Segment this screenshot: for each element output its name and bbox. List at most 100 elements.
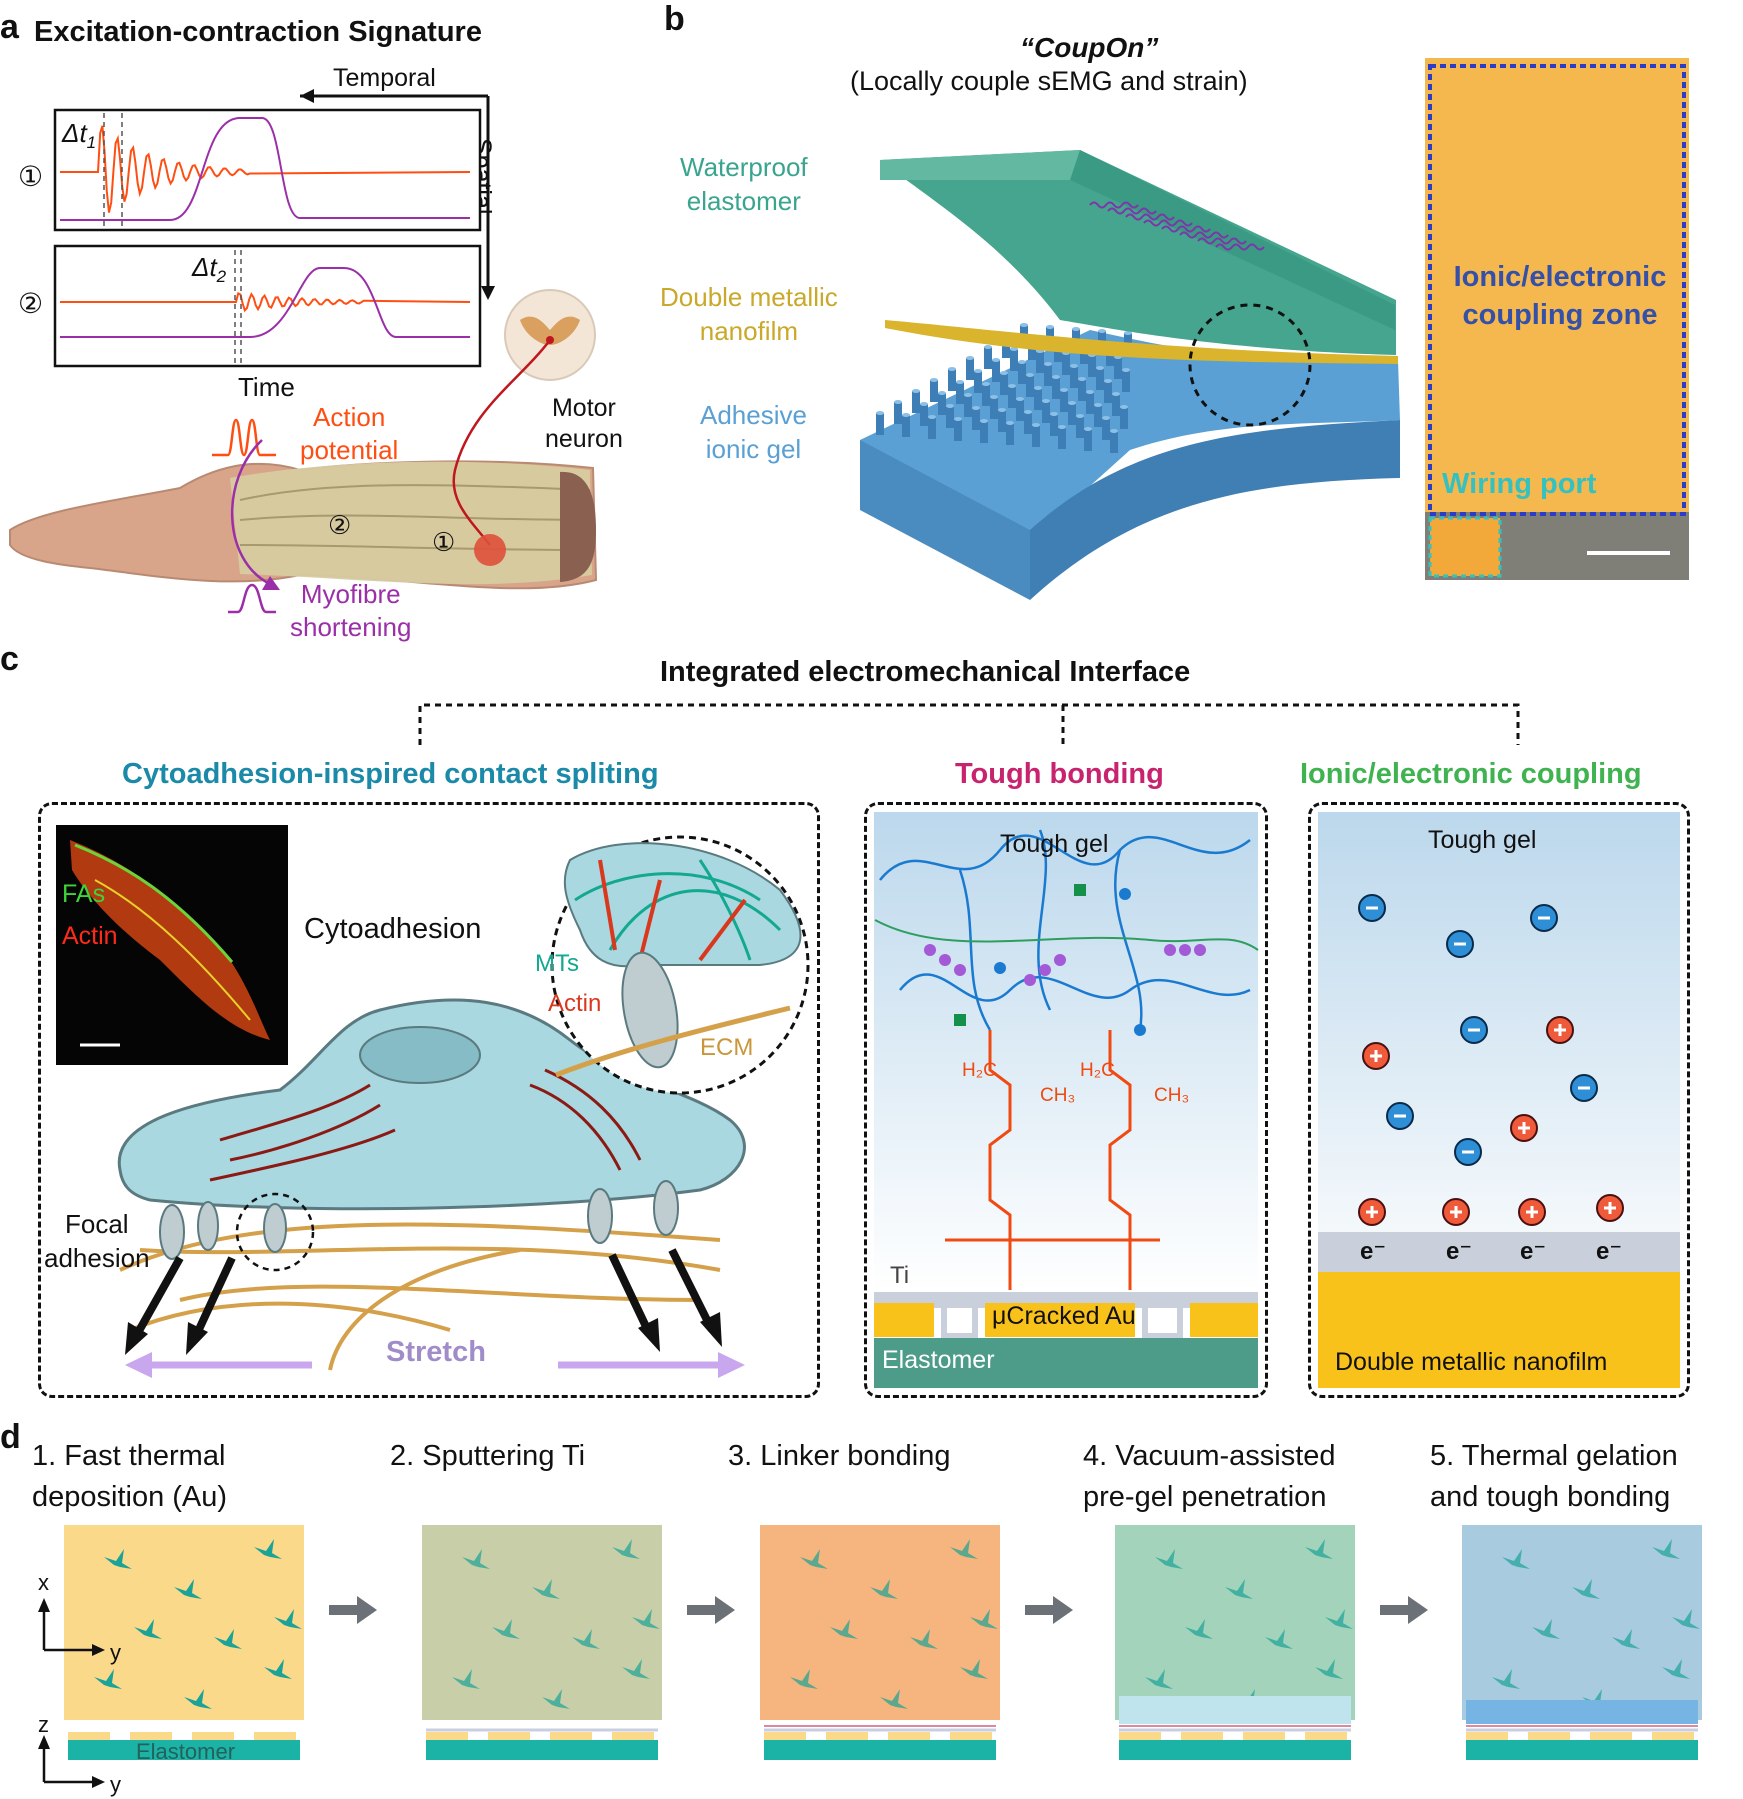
arm-marker-1: ①	[432, 527, 456, 557]
crack-mark	[1672, 1609, 1700, 1629]
cross-section-au	[1181, 1732, 1223, 1740]
cross-section-au	[826, 1732, 868, 1740]
crack-mark	[830, 1619, 858, 1639]
cross-section-au	[1590, 1732, 1632, 1740]
elastomer-label-c: Elastomer	[882, 1346, 995, 1374]
cross-section-au	[1652, 1732, 1694, 1740]
cross-section-elastomer	[426, 1740, 658, 1760]
axis-y-label: y	[110, 1640, 121, 1665]
col2-box	[864, 802, 1268, 1398]
col3-box	[1308, 802, 1690, 1398]
cross-section-au	[1305, 1732, 1347, 1740]
step-title-line: 3. Linker bonding	[728, 1440, 951, 1472]
double-film-label: Double metallic nanofilm	[1335, 1348, 1608, 1376]
crack-mark	[542, 1689, 570, 1709]
crack-mark	[492, 1619, 520, 1639]
crack-mark	[572, 1629, 600, 1649]
step-title-line: and tough bonding	[1430, 1481, 1671, 1513]
crack-mark	[632, 1609, 660, 1629]
crack-mark	[612, 1539, 640, 1559]
crack-mark	[622, 1659, 650, 1679]
step-arrow-head	[715, 1596, 735, 1624]
cross-section-au	[550, 1732, 592, 1740]
temporal-label: Temporal	[333, 64, 436, 92]
trace1-marker: ①	[18, 161, 44, 192]
cross-section-au	[764, 1732, 806, 1740]
step-arrow-head	[357, 1596, 377, 1624]
electron-4: e⁻	[1596, 1238, 1623, 1265]
time-axis-label: Time	[238, 372, 295, 402]
axis-x-label: x	[38, 1570, 49, 1595]
crack-mark	[1612, 1629, 1640, 1649]
step-surface	[760, 1525, 1000, 1720]
panel-a-title: Excitation-contraction Signature	[34, 16, 482, 48]
crack-mark	[452, 1669, 480, 1689]
cross-section-au	[426, 1732, 468, 1740]
cross-section-elastomer	[68, 1740, 300, 1760]
cross-section-au	[130, 1732, 172, 1740]
col2-title: Tough bonding	[955, 758, 1164, 790]
crack-mark	[1155, 1549, 1183, 1569]
crack-mark	[800, 1549, 828, 1569]
crack-mark	[950, 1539, 978, 1559]
crack-mark	[462, 1549, 490, 1569]
step-title-line: pre-gel penetration	[1083, 1481, 1327, 1513]
h2c-label-1: H₂C	[962, 1060, 997, 1081]
coupon-subtitle: (Locally couple sEMG and strain)	[850, 66, 1248, 96]
crack-mark	[1502, 1549, 1530, 1569]
crack-mark	[1315, 1659, 1343, 1679]
crack-mark	[174, 1579, 202, 1599]
panel-b-label: b	[664, 0, 685, 38]
cross-section-au	[888, 1732, 930, 1740]
step-title-line: 2. Sputtering Ti	[390, 1440, 586, 1472]
step-title-line: deposition (Au)	[32, 1481, 228, 1513]
ecm-label: ECM	[700, 1034, 754, 1061]
cross-section-au	[1119, 1732, 1161, 1740]
actin-label: Actin	[548, 990, 602, 1017]
crack-mark	[104, 1549, 132, 1569]
step-arrow-head	[1053, 1596, 1073, 1624]
crack-mark	[1145, 1669, 1173, 1689]
crack-mark	[1662, 1659, 1690, 1679]
col3-title: Ionic/electronic coupling	[1300, 758, 1642, 790]
crack-mark	[134, 1619, 162, 1639]
cross-section-elastomer	[1466, 1740, 1698, 1760]
crack-mark	[1305, 1539, 1333, 1559]
ch3-label-2: CH₃	[1154, 1085, 1190, 1106]
crack-mark	[1572, 1579, 1600, 1599]
wiring-port-label: Wiring port	[1442, 468, 1597, 500]
crack-mark	[1265, 1629, 1293, 1649]
trace2-marker: ②	[18, 288, 44, 319]
axis-z-label: z	[38, 1712, 49, 1737]
cross-section-au	[1243, 1732, 1285, 1740]
crack-mark	[1225, 1579, 1253, 1599]
electron-3: e⁻	[1520, 1238, 1547, 1265]
crack-mark	[1652, 1539, 1680, 1559]
ch3-label-1: CH₃	[1040, 1085, 1076, 1106]
delta-t1: Δt1	[62, 118, 97, 153]
panel-c-label: c	[0, 640, 19, 678]
cross-section-gel	[1466, 1700, 1698, 1724]
panel-a-label: a	[0, 8, 19, 46]
crack-mark	[254, 1539, 282, 1559]
cross-section-pregel	[1119, 1696, 1351, 1724]
step-surface	[64, 1525, 304, 1720]
step-surface	[422, 1525, 662, 1720]
cytoadhesion-label: Cytoadhesion	[304, 913, 482, 945]
cross-section-au	[488, 1732, 530, 1740]
arm-marker-2: ②	[328, 510, 352, 540]
stretch-label: Stretch	[386, 1336, 486, 1368]
step-title: 2. Sputtering Ti	[390, 1436, 585, 1477]
step-surface	[1462, 1525, 1702, 1720]
